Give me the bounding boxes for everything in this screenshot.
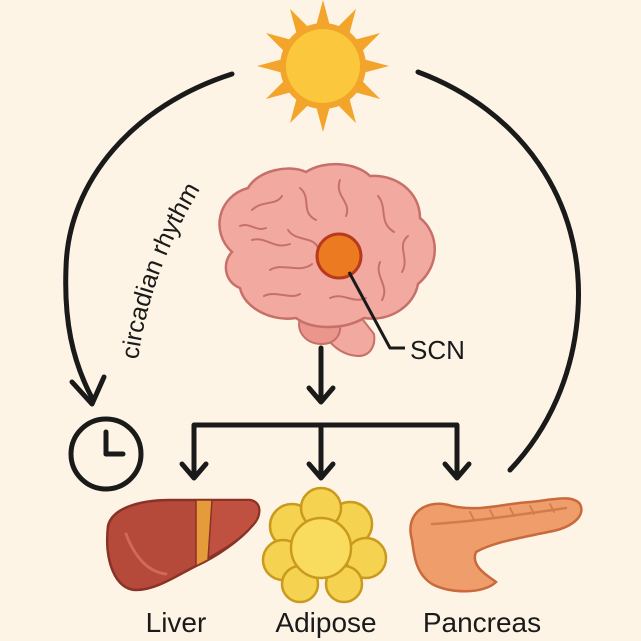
liver-icon [106,498,261,592]
scn-leader-line [347,271,405,350]
sun-icon [257,0,389,132]
arrow-liver-head [179,461,209,481]
arrow-brain-down-head [306,385,336,405]
scn-marker [315,232,363,280]
sun-ray [315,0,331,27]
brain-icon [218,162,436,358]
pancreas-icon [409,497,583,593]
cycle-arc-right [415,69,582,473]
organ-label-pancreas: Pancreas [423,607,541,638]
scn-label: SCN [410,335,465,365]
adipose-icon [261,486,388,604]
arrow-adipose-head [306,461,336,481]
sun-ray [362,58,389,74]
organ-label-liver: Liver [146,607,207,638]
branch-bar [191,422,460,477]
cycle-arc-left [63,71,235,401]
organ-label-adipose: Adipose [275,607,376,638]
cycle-arc-left-arrowhead [69,374,107,407]
sun-ray [315,105,331,132]
arrow-pancreas-head [442,461,472,481]
sun-ray [257,58,284,74]
clock-icon [68,416,144,492]
cycle-label: circadian rhythm [116,178,205,361]
